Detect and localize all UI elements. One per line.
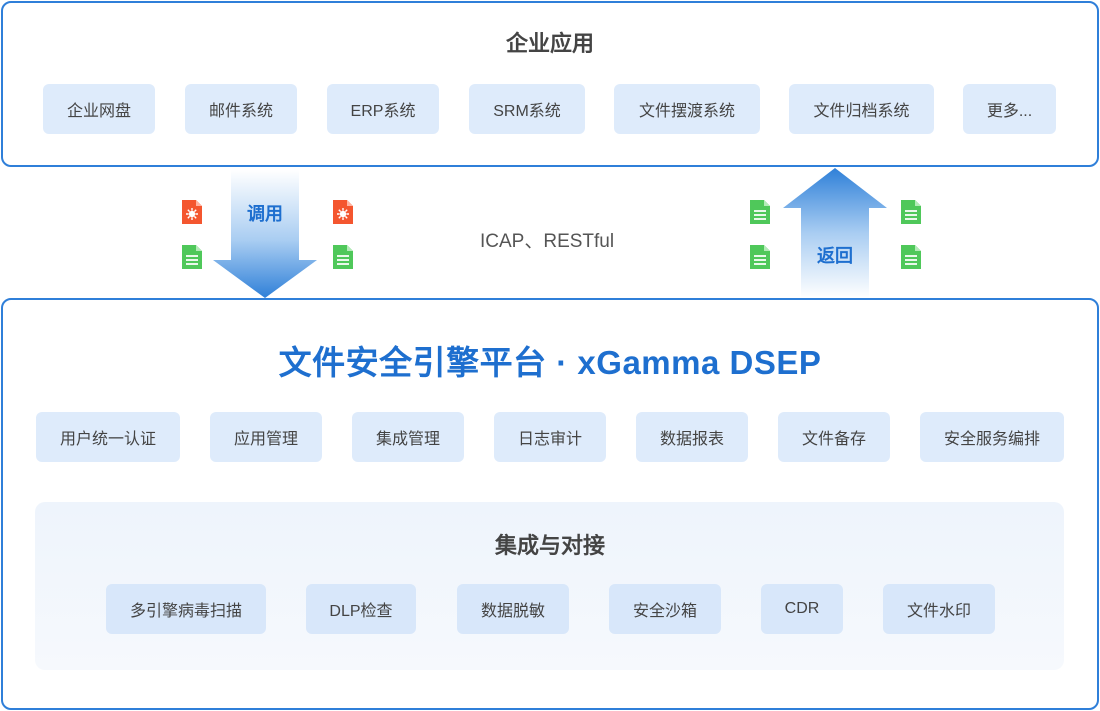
app-chip[interactable]: 文件摆渡系统: [614, 84, 760, 134]
module-chip[interactable]: 数据报表: [636, 412, 748, 462]
return-up-arrow: [783, 168, 887, 298]
bug-file-icon: [182, 200, 202, 224]
clean-file-icon: [750, 200, 770, 224]
app-chip[interactable]: SRM系统: [469, 84, 585, 134]
module-chip[interactable]: 日志审计: [494, 412, 606, 462]
return-label: 返回: [817, 246, 853, 266]
app-chip[interactable]: 文件归档系统: [789, 84, 934, 134]
integration-chip[interactable]: 安全沙箱: [609, 584, 721, 634]
integration-title: 集成与对接: [494, 533, 605, 558]
clean-file-icon: [901, 245, 921, 269]
integration-chip[interactable]: 多引擎病毒扫描: [106, 584, 266, 634]
call-label: 调用: [247, 204, 283, 224]
clean-file-icon: [333, 245, 353, 269]
clean-file-icon: [182, 245, 202, 269]
module-chip[interactable]: 文件备存: [778, 412, 890, 462]
clean-file-icon: [750, 245, 770, 269]
integration-chip[interactable]: 文件水印: [883, 584, 995, 634]
protocols-label: ICAP、RESTful: [480, 231, 615, 252]
call-down-arrow: [213, 170, 317, 298]
integration-chip[interactable]: CDR: [761, 584, 843, 634]
module-chip[interactable]: 应用管理: [210, 412, 322, 462]
app-chip-more[interactable]: 更多...: [963, 84, 1056, 134]
enterprise-apps-title: 企业应用: [505, 31, 594, 56]
app-chip[interactable]: 企业网盘: [43, 84, 155, 134]
bug-file-icon: [333, 200, 353, 224]
app-chip[interactable]: 邮件系统: [185, 84, 297, 134]
module-chip[interactable]: 集成管理: [352, 412, 464, 462]
clean-file-icon: [901, 200, 921, 224]
platform-title: 文件安全引擎平台 · xGamma DSEP: [278, 344, 822, 381]
app-chip[interactable]: ERP系统: [327, 84, 439, 134]
integration-chip[interactable]: 数据脱敏: [457, 584, 569, 634]
module-chip[interactable]: 安全服务编排: [920, 412, 1064, 462]
module-chip[interactable]: 用户统一认证: [36, 412, 180, 462]
integration-chip[interactable]: DLP检查: [306, 584, 416, 634]
